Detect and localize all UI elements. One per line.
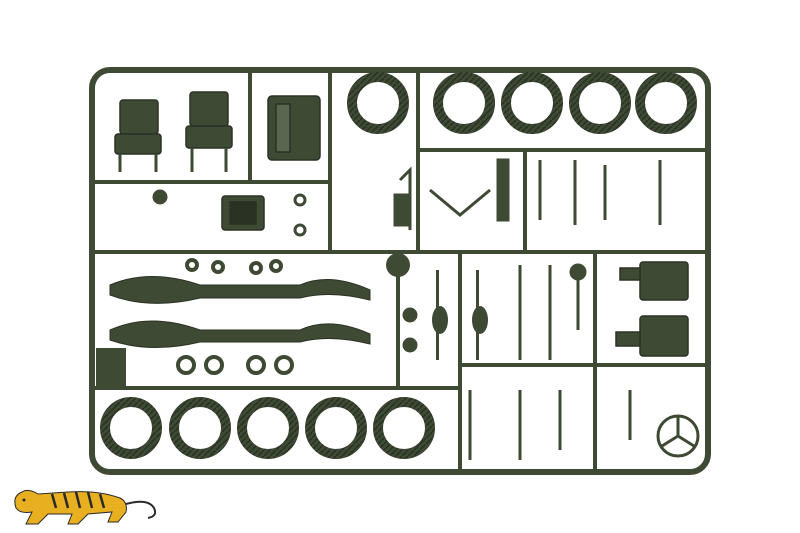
tire-row-top <box>347 72 697 134</box>
chassis-frame-part <box>109 276 371 348</box>
sprue-runners <box>95 72 705 470</box>
seat-part <box>114 99 162 172</box>
sprue-hub <box>386 253 410 277</box>
tire-row-bottom <box>100 397 435 459</box>
axle-part <box>432 270 488 360</box>
radiator-part <box>221 195 265 231</box>
small-wheel-parts <box>176 258 294 375</box>
tiger-logo <box>14 489 157 525</box>
engine-part <box>615 261 689 357</box>
sprue-tab <box>96 348 126 386</box>
bench-seat-part <box>267 95 321 161</box>
steering-wheel-part <box>656 414 700 458</box>
seat-part <box>185 91 233 172</box>
misc-small-parts <box>152 158 662 460</box>
sprue-outer-frame <box>89 67 711 475</box>
